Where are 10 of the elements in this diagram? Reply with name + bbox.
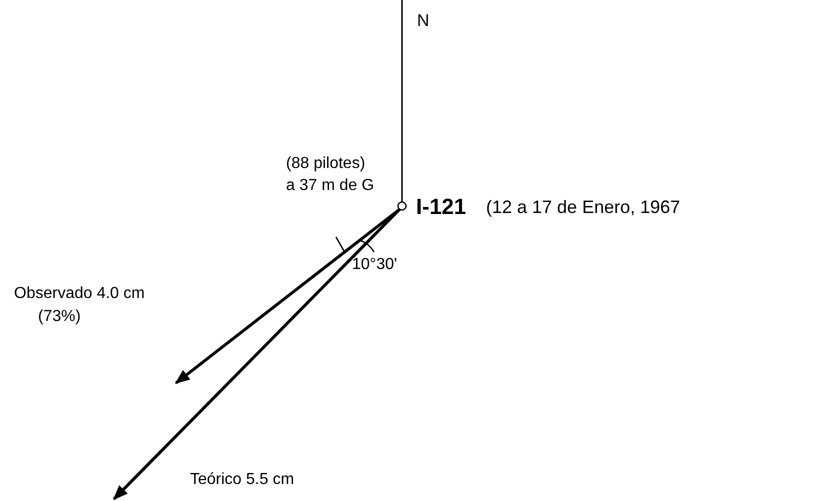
annotation-text: Teórico 5.5 cm — [190, 470, 294, 490]
annotation-text: a 37 m de G — [286, 176, 374, 196]
north-label: N — [417, 10, 430, 32]
point-name: I-121 — [416, 193, 466, 220]
annotation-text: Observado 4.0 cm — [14, 284, 145, 304]
annotation-text: (73%) — [38, 307, 81, 327]
angle-label: 10°30' — [352, 255, 398, 275]
station-point — [397, 201, 407, 211]
annotation-text: (88 pilotes) — [286, 154, 366, 174]
date-note: (12 a 17 de Enero, 1967 — [486, 196, 680, 218]
